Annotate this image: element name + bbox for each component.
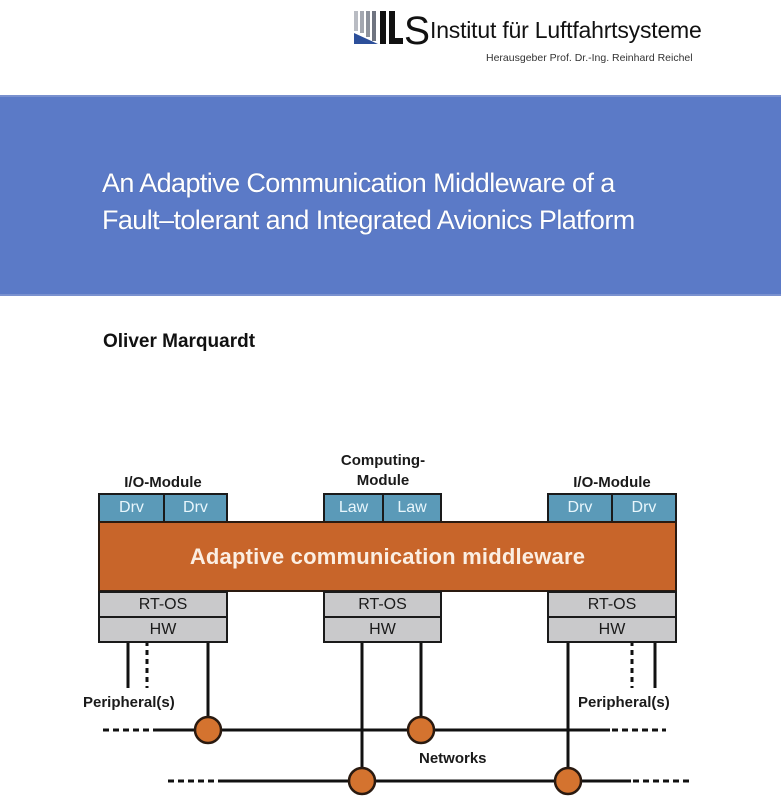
publisher-header: S Institut für Luftfahrtsysteme Herausge…: [350, 6, 750, 76]
network-node-icon: [406, 715, 436, 745]
hardware-layer: HW: [323, 616, 442, 643]
control-law-slot: Law: [382, 493, 442, 523]
hardware-layer: HW: [98, 616, 228, 643]
hardware-layer: HW: [547, 616, 677, 643]
ils-logo-icon: S: [354, 9, 430, 47]
driver-slot: Drv: [547, 493, 613, 523]
io-module-right-label: I/O-Module: [573, 474, 651, 491]
computing-module-label-line-1: Computing-: [340, 452, 426, 469]
peripherals-right-label: Peripheral(s): [578, 694, 670, 711]
peripherals-left-label: Peripheral(s): [83, 694, 175, 711]
svg-text:S: S: [404, 9, 430, 47]
title-band: An Adaptive Communication Middleware of …: [0, 95, 781, 296]
rtos-layer: RT-OS: [98, 591, 228, 618]
publisher-name: Herausgeber Prof. Dr.-Ing. Reinhard Reic…: [486, 52, 693, 64]
io-module-left-label: I/O-Module: [124, 474, 202, 491]
book-title-line-1: An Adaptive Communication Middleware of …: [102, 168, 615, 198]
rtos-layer: RT-OS: [547, 591, 677, 618]
network-node-icon: [553, 766, 583, 796]
control-law-slot: Law: [323, 493, 384, 523]
driver-slot: Drv: [611, 493, 677, 523]
book-title-line-2: Fault–tolerant and Integrated Avionics P…: [102, 205, 635, 235]
network-node-icon: [347, 766, 377, 796]
rtos-layer: RT-OS: [323, 591, 442, 618]
network-node-icon: [193, 715, 223, 745]
networks-label: Networks: [419, 750, 487, 767]
middleware-layer: Adaptive communication middleware: [98, 521, 677, 592]
institute-name: Institut für Luftfahrtsysteme: [430, 17, 702, 43]
driver-slot: Drv: [163, 493, 228, 523]
driver-slot: Drv: [98, 493, 165, 523]
author-name: Oliver Marquardt: [103, 331, 256, 352]
computing-module-label-line-2: Module: [356, 472, 410, 489]
